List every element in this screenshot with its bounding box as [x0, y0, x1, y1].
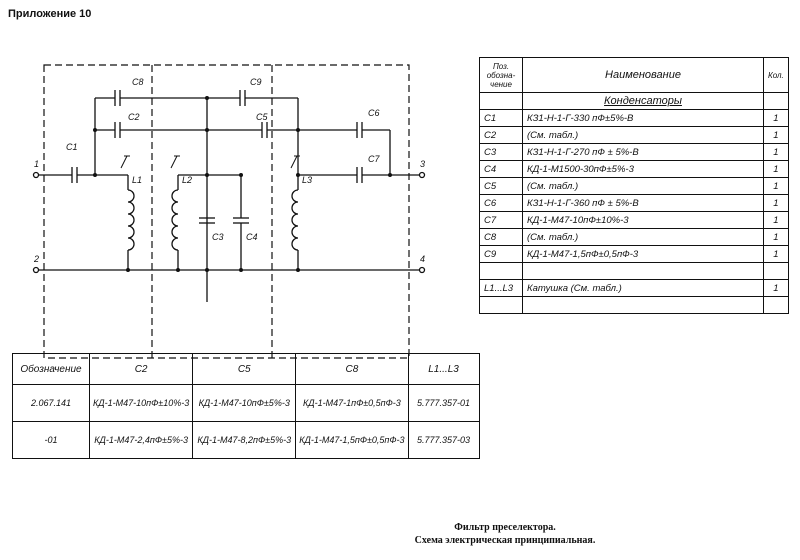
section-capacitors: Конденсаторы — [522, 92, 764, 110]
header-c2: C2 — [88, 353, 194, 385]
table-row: -01 КД-1-М47-2,4пФ±5%-3 КД-1-М47-8,2пФ±5… — [12, 421, 480, 459]
capacitor-c8 — [114, 90, 121, 106]
coil-l3 — [291, 189, 299, 251]
table-row: C2(См. табл.)1 — [479, 126, 789, 144]
terminal-4 — [418, 266, 426, 274]
capacitor-c5 — [261, 122, 268, 138]
capacitor-c6 — [356, 122, 363, 138]
capacitor-c9 — [239, 90, 246, 106]
label-pin-1: 1 — [34, 159, 39, 169]
label-c5: C5 — [256, 112, 268, 122]
label-c2: C2 — [128, 112, 140, 122]
capacitor-c3 — [199, 217, 215, 224]
header-name: Наименование — [522, 57, 764, 93]
variants-header: Обозначение C2 C5 C8 L1...L3 — [12, 353, 480, 385]
label-c4: C4 — [246, 232, 258, 242]
parts-list-table: Поз. обозна- чение Наименование Кол. Кон… — [479, 57, 789, 314]
terminal-1 — [32, 171, 40, 179]
label-l2: L2 — [182, 175, 192, 185]
label-pin-4: 4 — [420, 254, 425, 264]
label-l1: L1 — [132, 175, 142, 185]
header-position: Поз. обозна- чение — [479, 57, 523, 93]
capacitor-c7 — [356, 167, 363, 183]
terminal-2 — [32, 266, 40, 274]
header-coils: L1...L3 — [407, 353, 480, 385]
label-c8: C8 — [132, 77, 144, 87]
label-c6: C6 — [368, 108, 380, 118]
table-row: C5(См. табл.)1 — [479, 177, 789, 195]
label-pin-3: 3 — [420, 159, 425, 169]
terminal-3 — [418, 171, 426, 179]
label-c3: C3 — [212, 232, 224, 242]
appendix-title: Приложение 10 — [8, 8, 92, 20]
coil-l1 — [127, 189, 135, 251]
caption-subtitle: Схема электрическая принципиальная. — [414, 535, 596, 546]
variants-table: Обозначение C2 C5 C8 L1...L3 2.067.141 К… — [12, 353, 480, 459]
header-c5: C5 — [192, 353, 297, 385]
header-designation: Обозначение — [12, 353, 90, 385]
capacitor-c4 — [233, 217, 249, 224]
schematic-diagram: C8 C9 C2 C5 C6 C1 C7 C3 C4 L1 L2 L3 1 2 … — [32, 64, 426, 359]
label-l3: L3 — [302, 175, 312, 185]
label-c7: C7 — [368, 154, 380, 164]
capacitor-c2 — [114, 122, 121, 138]
junction-dots — [93, 96, 392, 272]
section-row: Конденсаторы — [479, 92, 789, 110]
empty-row — [479, 296, 789, 314]
caption-title: Фильтр преселектора. — [454, 522, 556, 533]
table-row: 2.067.141 КД-1-М47-10пФ±10%-3 КД-1-М47-1… — [12, 384, 480, 422]
label-pin-2: 2 — [33, 254, 39, 264]
parts-list-header: Поз. обозна- чение Наименование Кол. — [479, 57, 789, 93]
label-c1: C1 — [66, 142, 78, 152]
shield-boxes — [43, 64, 410, 359]
label-c9: C9 — [250, 77, 262, 87]
header-qty: Кол. — [763, 57, 789, 93]
table-row: C8(См. табл.)1 — [479, 228, 789, 246]
header-c8: C8 — [295, 353, 409, 385]
coil-l2 — [171, 189, 179, 251]
empty-row — [479, 262, 789, 280]
capacitor-c1 — [71, 167, 78, 183]
